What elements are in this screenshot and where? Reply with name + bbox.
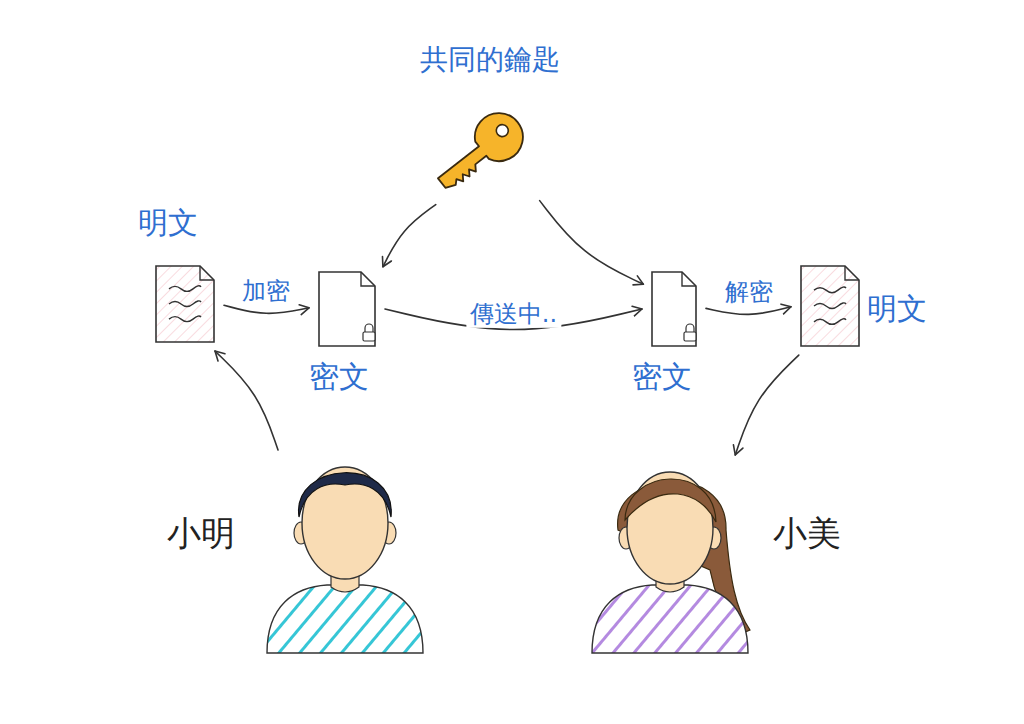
node-label: 小美 — [773, 515, 841, 552]
lock-body — [363, 332, 375, 341]
page-outline — [652, 272, 696, 346]
lock-body — [684, 332, 696, 341]
person-figure: 小美 — [585, 460, 755, 655]
person-figure-drawing — [585, 460, 755, 655]
connector-arrow — [383, 205, 436, 267]
connector-arrow — [224, 305, 309, 313]
text-scribble — [814, 287, 846, 293]
lock-shackle — [686, 324, 694, 332]
node-label: 小明 — [167, 515, 235, 552]
text-scribble — [169, 286, 201, 292]
page-shading — [156, 266, 214, 342]
node-label: 密文 — [632, 360, 692, 393]
connector-arrow — [540, 201, 644, 285]
striped-shirt — [267, 585, 423, 653]
node-label: 明文 — [867, 292, 927, 325]
edge-label: 傳送中.. — [466, 300, 561, 328]
page-fold — [682, 272, 696, 286]
page-fold — [200, 266, 214, 280]
person-figure-drawing — [255, 455, 435, 655]
ciphertext-document: 密文 — [648, 268, 700, 350]
text-scribble — [814, 319, 846, 325]
connector-arrow — [735, 355, 799, 455]
page-outline — [319, 272, 375, 346]
node-label: 共同的鑰匙 — [420, 45, 560, 76]
page-fold — [845, 266, 859, 280]
node-label: 明文 — [138, 206, 198, 239]
page-outline — [801, 266, 859, 346]
hair — [299, 473, 392, 517]
key-icon-drawing — [425, 105, 535, 200]
text-scribble — [169, 301, 201, 307]
person-figure: 小明 — [255, 455, 435, 655]
connector-arrow — [215, 351, 278, 450]
key-icon: 共同的鑰匙 — [425, 105, 535, 200]
lock-shackle — [365, 324, 373, 332]
ciphertext-document-drawing — [648, 268, 700, 350]
connector-arrow — [706, 307, 791, 315]
hair-fringe — [625, 479, 716, 522]
ciphertext-document-drawing — [315, 268, 379, 350]
edge-label: 加密 — [238, 277, 294, 305]
ciphertext-document: 密文 — [315, 268, 379, 350]
connector-arrow — [385, 309, 642, 330]
shirt-ground — [592, 585, 748, 653]
node-label: 密文 — [309, 360, 369, 393]
key-hole — [494, 122, 511, 139]
page-shading — [801, 266, 859, 346]
plaintext-document-drawing — [797, 262, 863, 350]
page-fold — [361, 272, 375, 286]
text-scribble — [814, 303, 846, 309]
plaintext-document: 明文 — [152, 262, 218, 346]
page-outline — [156, 266, 214, 342]
text-scribble — [169, 316, 201, 322]
plaintext-document-drawing — [152, 262, 218, 346]
edge-label: 解密 — [721, 278, 777, 306]
plaintext-document: 明文 — [797, 262, 863, 350]
striped-shirt — [592, 585, 748, 653]
shirt-ground — [267, 585, 423, 653]
key-shape — [426, 103, 532, 201]
